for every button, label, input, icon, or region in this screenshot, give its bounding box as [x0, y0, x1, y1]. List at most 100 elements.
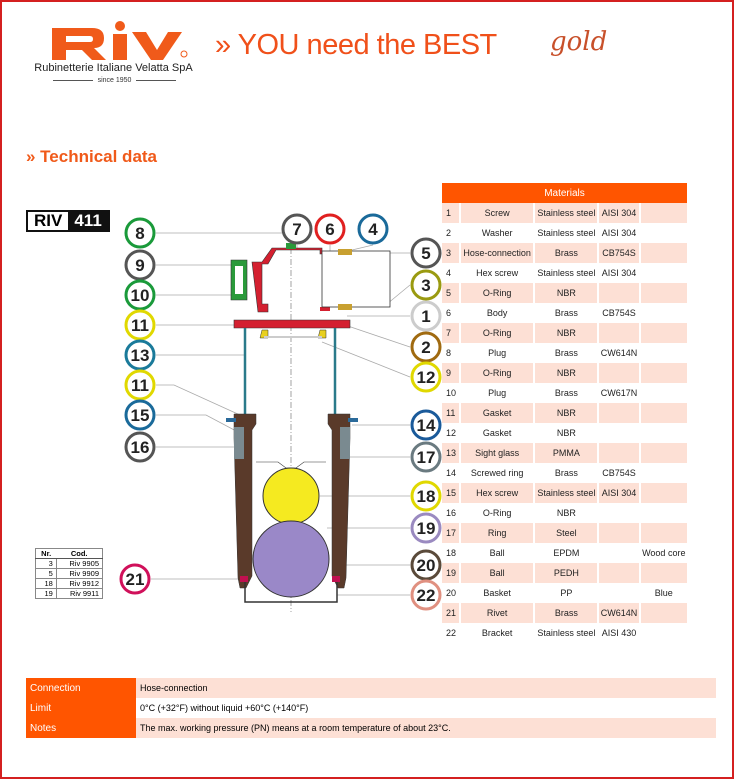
materials-cell-nr: 21 [442, 603, 459, 623]
materials-cell-nr: 14 [446, 468, 457, 478]
materials-cell-nr: 15 [442, 483, 459, 503]
materials-cell-grade [599, 403, 639, 423]
svg-text:14: 14 [417, 416, 436, 435]
section-title: » Technical data [26, 147, 158, 166]
callout-22: 22 [410, 579, 442, 611]
callout-2: 2 [410, 331, 442, 363]
svg-text:19: 19 [417, 519, 436, 538]
codes-header-nr: Nr. [35, 548, 57, 559]
ball-18 [262, 467, 320, 525]
materials-cell-material: Brass [554, 388, 578, 398]
materials-cell-nr: 1 [442, 203, 459, 223]
codes-cell-cod: Riv 9912 [55, 578, 104, 589]
materials-cell-nr: 17 [442, 523, 459, 543]
materials-cell-nr: 11 [442, 403, 459, 423]
callout-4: 4 [357, 213, 389, 245]
info-label: Connection [26, 678, 136, 698]
materials-cell-nr: 8 [446, 348, 452, 358]
bracket-part [244, 582, 338, 603]
materials-cell-grade: AISI 304 [601, 228, 637, 238]
materials-cell-material: Brass [554, 308, 578, 318]
svg-text:4: 4 [368, 220, 378, 239]
callout-20: 20 [410, 549, 442, 581]
svg-text:10: 10 [131, 286, 150, 305]
materials-cell-grade [599, 523, 639, 543]
materials-cell-part: O-Ring [461, 323, 534, 343]
callout-6: 6 [314, 213, 346, 245]
materials-cell-note [640, 203, 687, 223]
model-number: 411 [68, 212, 108, 230]
svg-text:1: 1 [421, 307, 430, 326]
materials-cell-grade [599, 583, 638, 603]
materials-cell-part: Washer [481, 228, 513, 238]
svg-text:11: 11 [131, 376, 149, 395]
callout-11b: 11 [124, 369, 156, 401]
svg-text:20: 20 [417, 556, 436, 575]
materials-cell-note: Blue [654, 588, 673, 598]
codes-cell-cod: Riv 9911 [55, 588, 104, 599]
materials-cell-nr: 2 [446, 228, 452, 238]
materials-cell-note [641, 223, 687, 243]
callout-12: 12 [410, 361, 442, 393]
model-prefix: RIV [34, 211, 63, 230]
materials-cell-note [640, 443, 687, 463]
codes-cell-nr: 19 [35, 588, 57, 599]
materials-cell-grade [599, 543, 638, 563]
materials-cell-grade: AISI 430 [601, 628, 637, 638]
materials-cell-material: Brass [535, 603, 598, 623]
callout-14: 14 [410, 409, 442, 441]
callout-18: 18 [410, 480, 442, 512]
info-label: Limit [26, 698, 136, 718]
callout-16: 16 [124, 431, 156, 463]
materials-cell-part: Gasket [461, 403, 534, 423]
svg-text:21: 21 [126, 570, 145, 589]
codes-cell-nr: 18 [35, 578, 57, 589]
materials-cell-nr: 6 [446, 308, 452, 318]
codes-header-cod: Cod. [56, 548, 103, 559]
materials-cell-part: Screw [461, 203, 534, 223]
materials-cell-material: Stainless steel [537, 228, 596, 238]
materials-cell-nr: 3 [442, 243, 459, 263]
materials-cell-grade [599, 423, 638, 443]
callout-7: 7 [281, 213, 313, 245]
materials-cell-part: Plug [488, 388, 507, 398]
materials-cell-note [640, 483, 687, 503]
materials-cell-material: Brass [554, 468, 578, 478]
materials-cell-nr: 13 [442, 443, 459, 463]
materials-title: Materials [442, 183, 687, 203]
materials-cell-note [641, 383, 687, 403]
svg-text:22: 22 [417, 586, 436, 605]
materials-cell-note [641, 463, 687, 483]
svg-text:11: 11 [131, 316, 149, 335]
info-value: The max. working pressure (PN) means at … [136, 718, 716, 738]
info-value: Hose-connection [136, 678, 716, 698]
materials-cell-part: Body [486, 308, 508, 318]
materials-cell-note [641, 303, 687, 323]
materials-cell-grade [599, 563, 639, 583]
callout-19: 19 [410, 512, 442, 544]
materials-cell-nr: 7 [442, 323, 459, 343]
materials-cell-note [641, 503, 687, 523]
materials-cell-part: Ring [461, 523, 534, 543]
materials-cell-part: Hex screw [476, 268, 519, 278]
materials-cell-nr: 12 [446, 428, 457, 438]
callout-13: 13 [124, 339, 156, 371]
